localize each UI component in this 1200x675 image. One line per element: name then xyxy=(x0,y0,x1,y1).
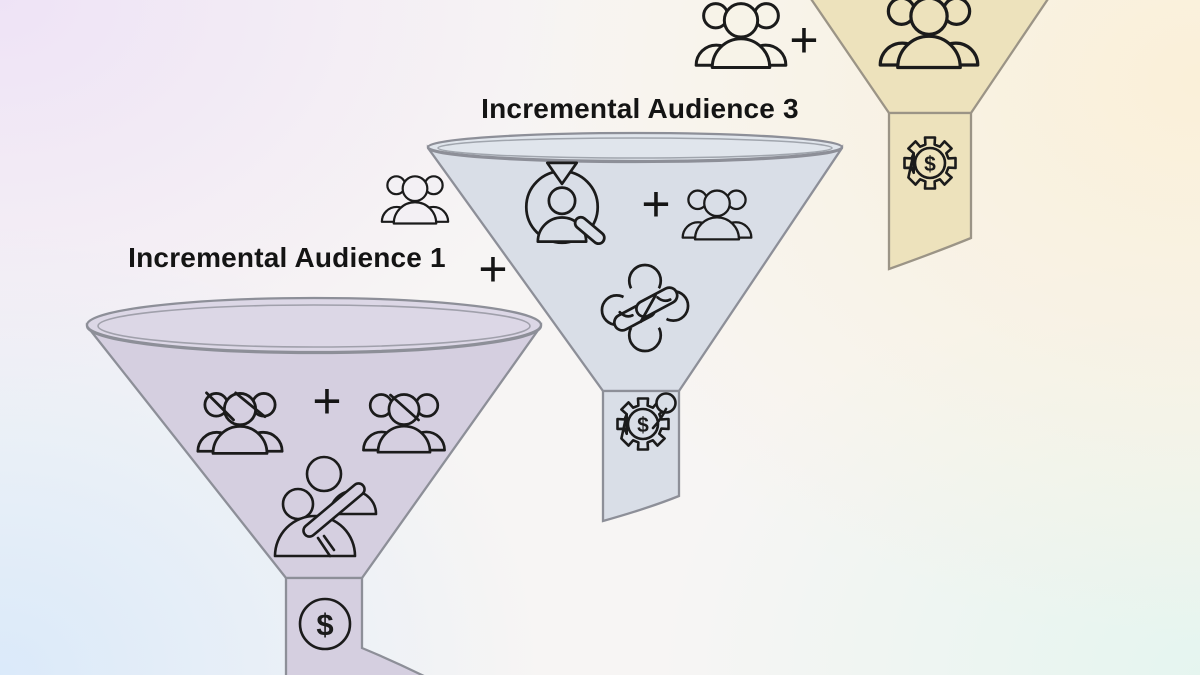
funnel-3-title: Incremental Audience 3 xyxy=(481,93,799,124)
funnel-top-right: + xyxy=(694,0,1049,271)
funnel-3-rim xyxy=(426,131,844,163)
funnel-1-rim-inner xyxy=(97,304,531,348)
funnel-3-rim-inner xyxy=(437,137,833,159)
funnel-1-title: Incremental Audience 1 xyxy=(128,242,446,273)
plus-glyph: + xyxy=(641,176,670,232)
gear-dollar-icon xyxy=(903,136,957,190)
funnel-incremental-audience-3: Incremental Audience 3 + xyxy=(380,93,844,523)
plus-glyph: + xyxy=(789,12,818,68)
funnel-1-rim xyxy=(85,296,543,354)
funnel-top-stem xyxy=(887,111,973,271)
plus-glyph: + xyxy=(312,373,341,429)
people-group-icon xyxy=(694,2,788,69)
people-group-icon xyxy=(380,175,450,225)
dollar-circle-icon xyxy=(298,597,352,651)
funnel-incremental-audience-1: Incremental Audience 1 + xyxy=(85,242,543,675)
